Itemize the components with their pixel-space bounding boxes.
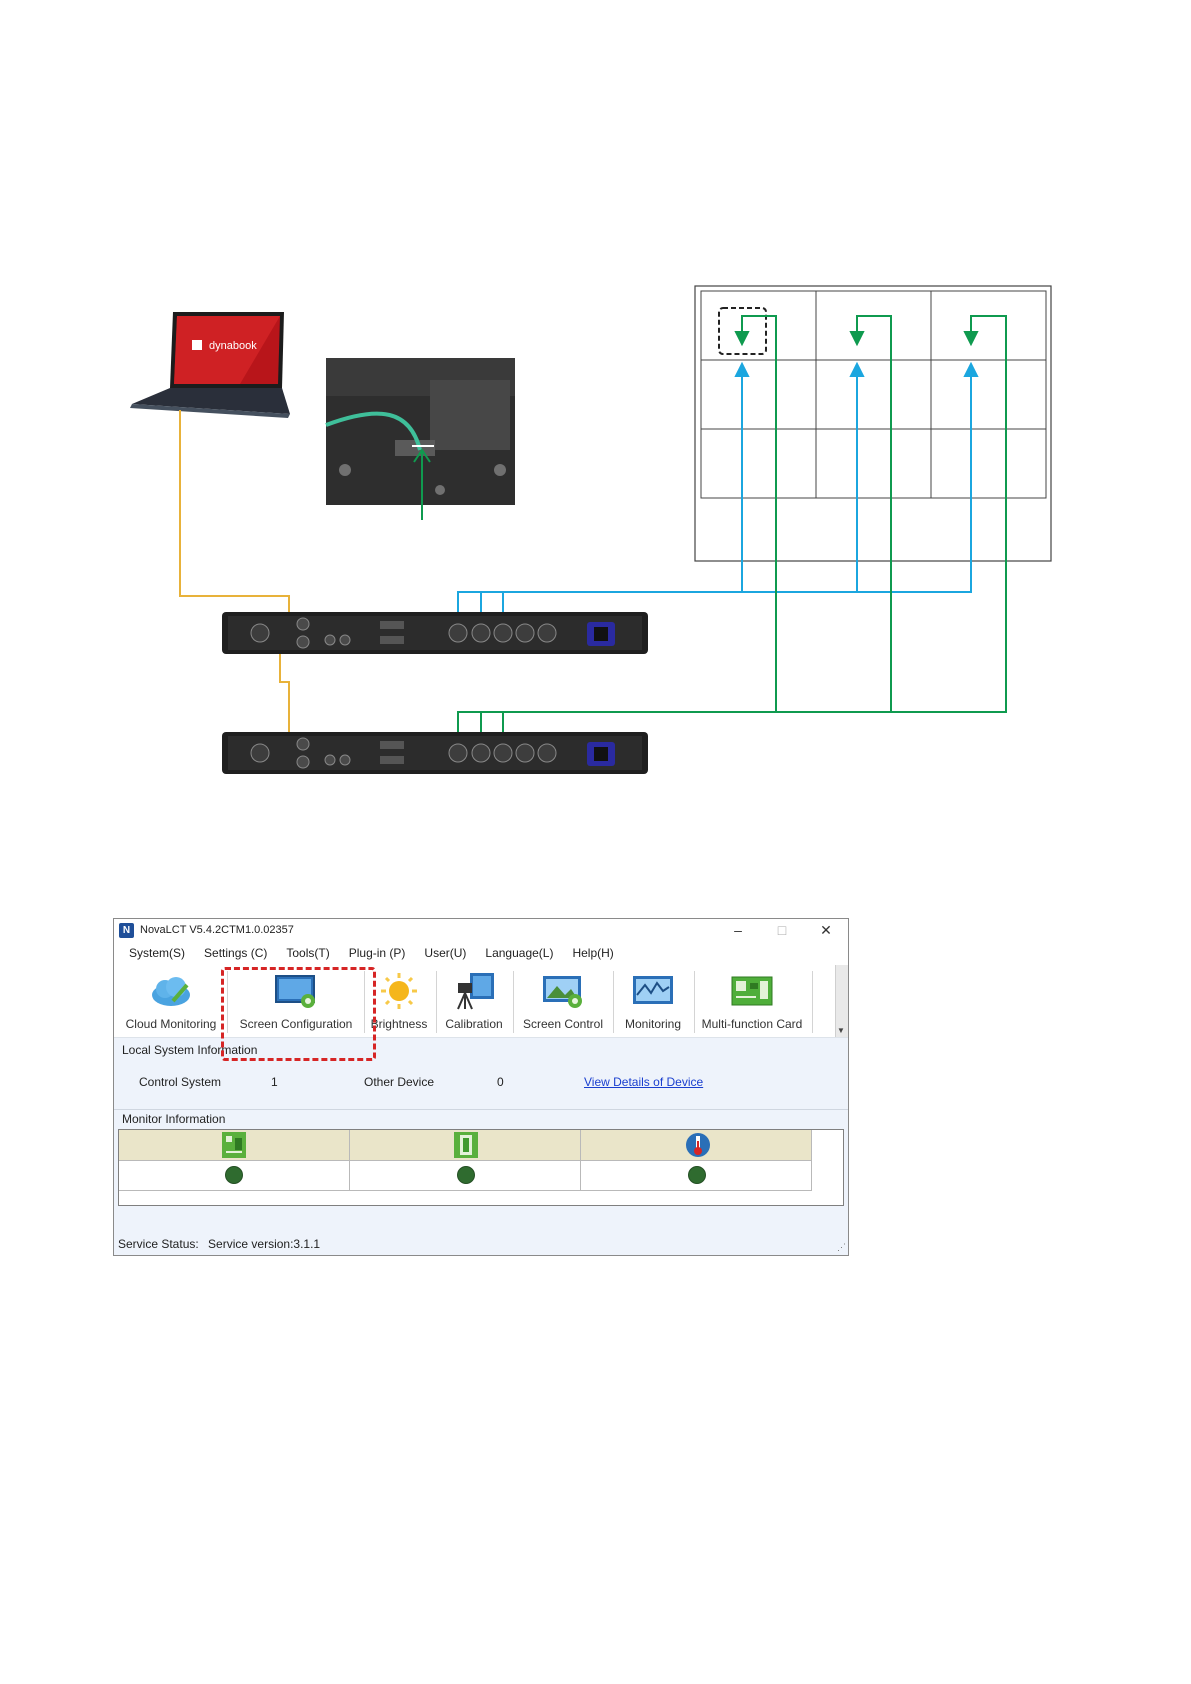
tool-label: Monitoring bbox=[624, 1017, 682, 1031]
multi-function-card-icon bbox=[731, 976, 773, 1006]
menu-plugin[interactable]: Plug-in (P) bbox=[348, 946, 406, 960]
tool-label: Cloud Monitoring bbox=[125, 1017, 217, 1031]
receiving-card-icon bbox=[222, 1132, 246, 1158]
monitor-information-heading: Monitor Information bbox=[122, 1112, 226, 1126]
novalct-logo-icon: N bbox=[119, 922, 134, 938]
brightness-sun-icon bbox=[381, 973, 417, 1009]
monitor-status-row bbox=[119, 1160, 812, 1191]
blue-network-cables bbox=[457, 361, 979, 622]
screen-control-button[interactable]: Screen Control bbox=[515, 965, 611, 1037]
cloud-monitoring-button[interactable]: Cloud Monitoring bbox=[119, 965, 223, 1037]
menu-language[interactable]: Language(L) bbox=[485, 946, 554, 960]
tool-label: Brightness bbox=[370, 1017, 428, 1031]
minimize-button[interactable]: – bbox=[734, 922, 742, 938]
close-button[interactable]: ✕ bbox=[820, 922, 832, 938]
screen-configuration-button[interactable]: Screen Configuration bbox=[230, 965, 362, 1037]
status-bar: Service Status: Service version:3.1.1 bbox=[118, 1237, 320, 1251]
brightness-button[interactable]: Brightness bbox=[366, 965, 432, 1037]
menu-tools[interactable]: Tools(T) bbox=[286, 946, 330, 960]
tool-label: Screen Configuration bbox=[239, 1017, 353, 1031]
led-controller-2 bbox=[222, 732, 648, 774]
multi-function-card-button[interactable]: Multi-function Card bbox=[696, 965, 808, 1037]
status-indicator-temperature bbox=[688, 1166, 706, 1184]
tool-label: Multi-function Card bbox=[701, 1017, 803, 1031]
led-controller-1 bbox=[222, 612, 648, 654]
card-photo bbox=[325, 358, 515, 520]
cloud-monitoring-icon bbox=[152, 977, 190, 1006]
service-version: Service version:3.1.1 bbox=[208, 1237, 321, 1251]
toolbar: Cloud Monitoring Screen Configuration bbox=[114, 965, 848, 1038]
monitor-table-header bbox=[119, 1130, 812, 1161]
monitor-table bbox=[118, 1129, 844, 1206]
other-device-value: 0 bbox=[497, 1075, 504, 1089]
first-cabinet-marker bbox=[718, 307, 767, 355]
view-details-link[interactable]: View Details of Device bbox=[584, 1075, 704, 1089]
title-bar: N NovaLCT V5.4.2CTM1.0.02357 – □ ✕ bbox=[114, 919, 848, 941]
monitoring-button[interactable]: Monitoring bbox=[615, 965, 691, 1037]
control-system-value: 1 bbox=[271, 1075, 278, 1089]
screen-configuration-icon bbox=[275, 975, 315, 1008]
screen-configuration-highlight bbox=[221, 967, 376, 1061]
calibration-button[interactable]: Calibration bbox=[438, 965, 510, 1037]
laptop-brand-label: dynabook bbox=[209, 340, 257, 352]
screen-control-icon bbox=[543, 976, 582, 1008]
monitoring-icon bbox=[633, 976, 673, 1004]
status-indicator-receiving-card bbox=[225, 1166, 243, 1184]
service-status-label: Service Status: bbox=[118, 1237, 199, 1251]
status-indicator-module bbox=[457, 1166, 475, 1184]
green-network-cables bbox=[457, 315, 1007, 742]
control-system-label: Control System bbox=[139, 1075, 222, 1089]
window-title: NovaLCT V5.4.2CTM1.0.02357 bbox=[140, 924, 294, 936]
other-device-label: Other Device bbox=[364, 1075, 435, 1089]
menu-help[interactable]: Help(H) bbox=[572, 946, 614, 960]
menu-settings[interactable]: Settings (C) bbox=[204, 946, 268, 960]
menu-bar: System(S) Settings (C) Tools(T) Plug-in … bbox=[114, 941, 848, 965]
resize-grip-icon[interactable]: ⋰ bbox=[837, 1242, 846, 1252]
module-card-icon bbox=[454, 1132, 478, 1158]
temperature-icon bbox=[686, 1133, 710, 1157]
toolbar-scroll-button[interactable]: ▼ bbox=[835, 965, 848, 1037]
menu-user[interactable]: User(U) bbox=[424, 946, 467, 960]
tool-label: Screen Control bbox=[522, 1017, 604, 1031]
wiring-diagram: dynabook bbox=[130, 285, 1052, 774]
cascade-cable bbox=[279, 640, 290, 752]
usb-cable bbox=[179, 410, 290, 630]
calibration-camera-icon bbox=[457, 973, 494, 1010]
novalct-window: N NovaLCT V5.4.2CTM1.0.02357 – □ ✕ Syste… bbox=[113, 918, 849, 1256]
tool-label: Calibration bbox=[445, 1017, 503, 1031]
led-screen-layout bbox=[694, 285, 1052, 562]
laptop-icon: dynabook bbox=[130, 312, 290, 418]
menu-system[interactable]: System(S) bbox=[129, 946, 186, 960]
maximize-button[interactable]: □ bbox=[777, 922, 787, 938]
